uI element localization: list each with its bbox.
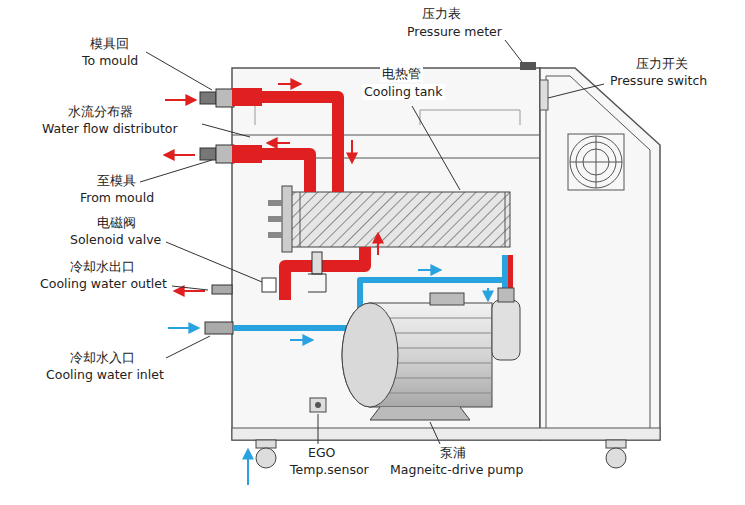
part-label: Cooling tank (362, 84, 445, 100)
part-label: To mould (80, 53, 140, 69)
part-label: EGO (306, 445, 337, 461)
part-label: 电热管 (380, 66, 423, 82)
part-label: 泵浦 (438, 445, 468, 461)
part-label: 压力表 (420, 6, 463, 22)
part-label: Solenoid valve (68, 232, 163, 248)
part-label: 模具回 (88, 36, 131, 52)
part-label: Magneitc-drive pump (388, 462, 525, 478)
part-label: Pressure switch (608, 73, 709, 89)
part-label: 水流分布器 (66, 104, 135, 120)
part-label: Pressure meter (405, 24, 504, 40)
part-label: From mould (78, 190, 156, 206)
part-label: Cooling water inlet (44, 367, 166, 383)
part-label: 冷却水出口 (68, 259, 137, 275)
part-label: Temp.sensor (288, 462, 371, 478)
part-label: 压力开关 (634, 56, 690, 72)
part-label: Cooling water outlet (38, 276, 169, 292)
part-label: 冷却水入口 (68, 350, 137, 366)
part-label: 电磁阀 (95, 215, 138, 231)
part-label: Water flow distributor (40, 121, 180, 137)
part-label: 至模具 (95, 173, 138, 189)
